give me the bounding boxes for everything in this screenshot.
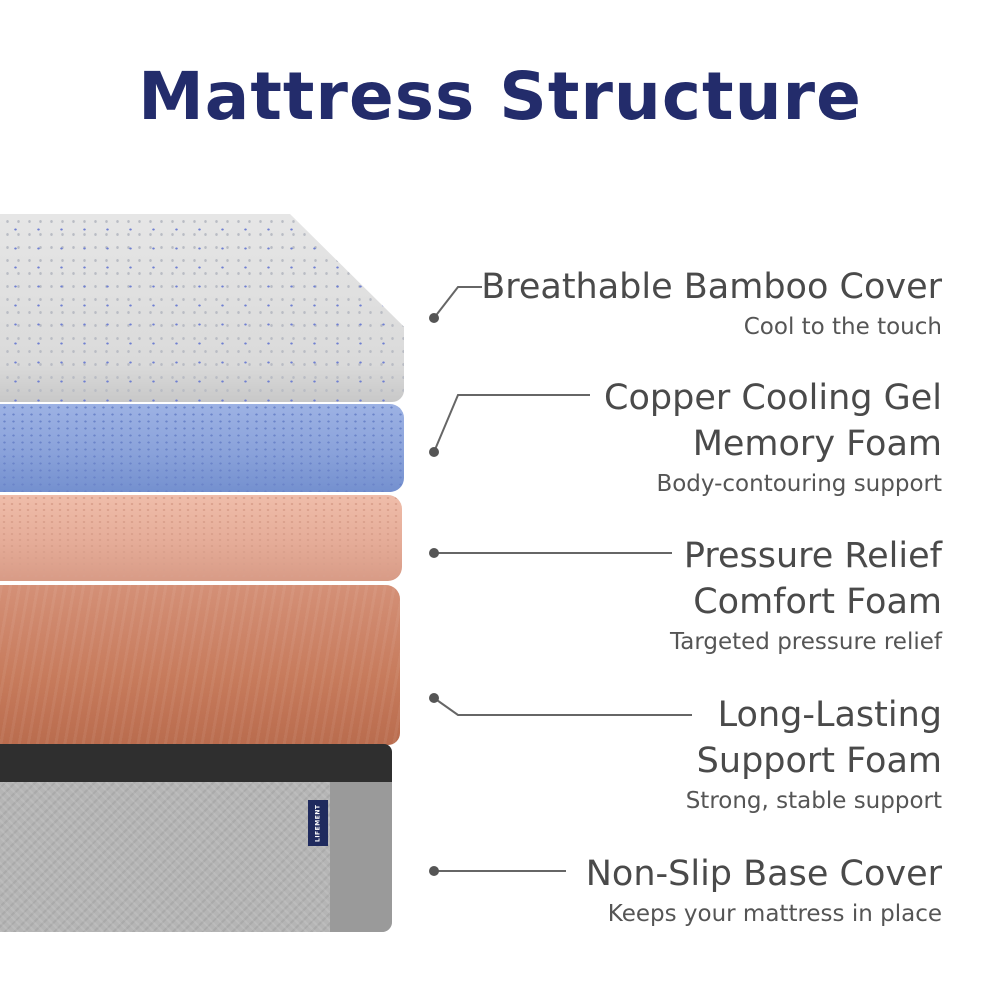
- page-title: Mattress Structure: [138, 58, 862, 135]
- label-subtitle: Cool to the touch: [743, 314, 942, 340]
- cooling-gel-layer: [0, 404, 404, 492]
- label-subtitle: Body-contouring support: [656, 471, 942, 497]
- brand-tag: LIFEMENT: [308, 800, 328, 846]
- label-heading: Long-Lasting: [717, 695, 942, 735]
- label-bamboo-cover: Breathable Bamboo Cover Cool to the touc…: [481, 264, 942, 344]
- label-support-foam: Long-Lasting Support Foam Strong, stable…: [686, 692, 942, 818]
- callout-line-gel: [433, 394, 590, 453]
- support-foam-layer: [0, 585, 400, 745]
- label-heading: Comfort Foam: [693, 582, 942, 622]
- label-heading: Copper Cooling Gel: [604, 378, 942, 418]
- base-cover-side: [330, 782, 392, 932]
- label-heading: Memory Foam: [692, 424, 942, 464]
- label-heading: Breathable Bamboo Cover: [481, 267, 942, 307]
- label-comfort-foam: Pressure Relief Comfort Foam Targeted pr…: [670, 533, 942, 659]
- label-cooling-gel: Copper Cooling Gel Memory Foam Body-cont…: [604, 375, 942, 501]
- label-subtitle: Strong, stable support: [685, 788, 942, 814]
- mattress-illustration: LIFEMENT: [0, 0, 440, 1000]
- comfort-foam-layer: [0, 495, 402, 581]
- label-subtitle: Keeps your mattress in place: [607, 901, 942, 927]
- label-heading: Non-Slip Base Cover: [585, 854, 942, 894]
- label-heading: Support Foam: [696, 741, 942, 781]
- callout-line-support: [433, 697, 692, 716]
- label-base-cover: Non-Slip Base Cover Keeps your mattress …: [586, 851, 942, 931]
- label-heading: Pressure Relief: [683, 536, 942, 576]
- bamboo-cover-layer: [0, 214, 404, 402]
- label-subtitle: Targeted pressure relief: [669, 629, 942, 655]
- callout-line-cover: [433, 286, 482, 319]
- base-cover-top: [0, 744, 392, 784]
